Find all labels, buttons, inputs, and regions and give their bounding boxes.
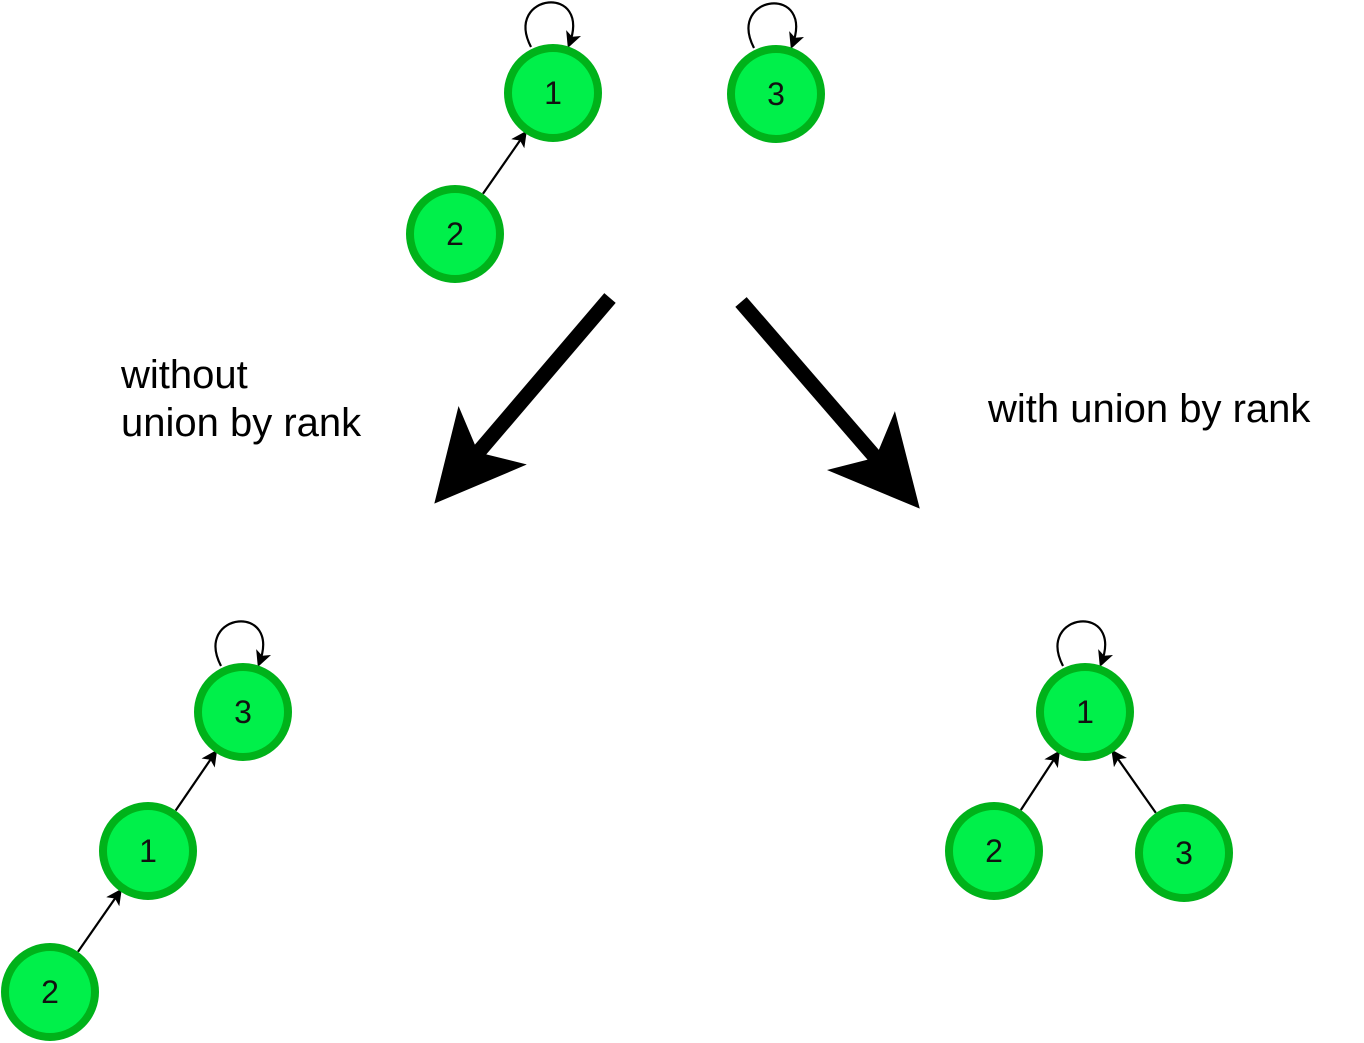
node-label: 2 (446, 216, 464, 252)
edge-left-1-to-left-3 (174, 749, 218, 812)
arrow-without-union-by-rank (434, 293, 616, 504)
edge-right-3-to-right-1 (1111, 749, 1157, 814)
node-group: 1 2 3 3 1 2 1 2 (1, 44, 1233, 1041)
node-right-1: 1 (1036, 663, 1134, 761)
node-left-1: 1 (99, 802, 197, 900)
node-label: 3 (767, 76, 785, 112)
node-label: 3 (1175, 835, 1193, 871)
edge-group (77, 130, 1157, 953)
caption-line: with union by rank (988, 387, 1311, 431)
node-label: 2 (985, 833, 1003, 869)
arrow-with-union-by-rank (735, 297, 920, 509)
node-label: 1 (1076, 694, 1094, 730)
node-left-3: 3 (194, 663, 292, 761)
self-loop-right-1 (1056, 620, 1114, 667)
node-label: 1 (544, 75, 562, 111)
self-loop-top-1 (524, 1, 582, 48)
self-loop-group (214, 1, 1114, 667)
node-label: 1 (139, 833, 157, 869)
edge-left-2-to-left-1 (77, 888, 122, 953)
node-left-2: 2 (1, 943, 99, 1041)
node-top-2: 2 (406, 185, 504, 283)
caption-line-2: union by rank (121, 401, 362, 445)
node-label: 3 (234, 694, 252, 730)
node-top-3: 3 (727, 45, 825, 143)
node-right-3: 3 (1135, 804, 1233, 902)
edge-top-2-to-top-1 (482, 130, 527, 195)
node-label: 2 (41, 974, 59, 1010)
caption-with-union-by-rank: with union by rank (988, 385, 1310, 433)
edge-right-2-to-right-1 (1019, 750, 1060, 811)
self-loop-top-3 (747, 2, 805, 49)
caption-line-1: without (121, 353, 248, 397)
node-top-1: 1 (504, 44, 602, 142)
node-right-2: 2 (945, 802, 1043, 900)
caption-without-union-by-rank: without union by rank (121, 351, 361, 447)
self-loop-left-3 (214, 620, 272, 667)
